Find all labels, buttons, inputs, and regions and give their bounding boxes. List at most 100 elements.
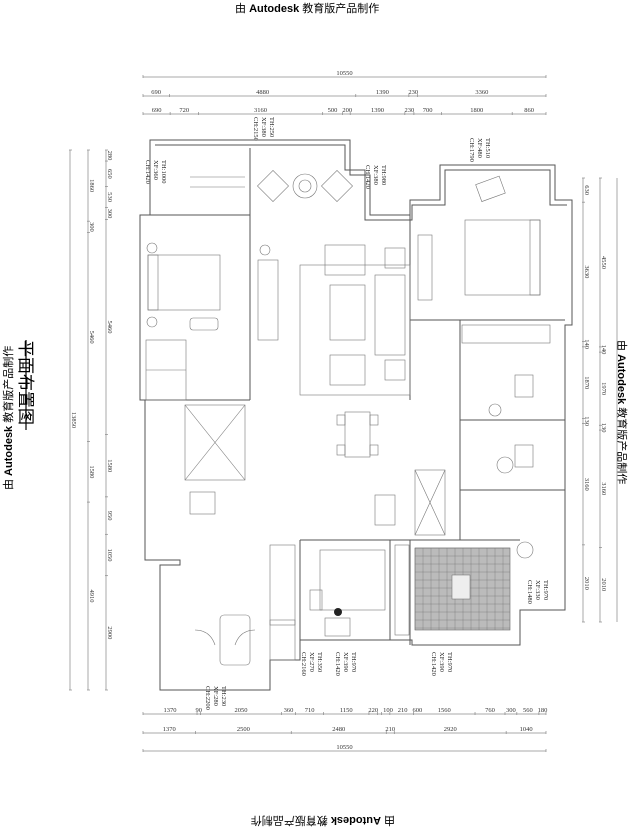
- side-table-icon: [384, 359, 406, 381]
- dimension-label: 1040: [520, 726, 533, 733]
- dimension-label: 1390: [376, 89, 389, 96]
- dimension-label: 1860: [88, 179, 95, 192]
- sink-icon: [324, 617, 351, 637]
- cabinet-icon: [269, 544, 296, 626]
- dimension-label: 300: [106, 209, 113, 219]
- plant-icon: [259, 244, 271, 256]
- dimension-label: 710: [305, 707, 315, 714]
- bottom-left-room: [194, 544, 296, 666]
- window-spec-line: XF:390: [438, 652, 445, 672]
- dimension-label: 360: [284, 707, 294, 714]
- dimension-label: 130: [600, 423, 607, 433]
- dimension-label: 1580: [106, 459, 113, 472]
- window-spec-line: CH:1480: [526, 580, 533, 604]
- dimension-label: 690: [151, 89, 161, 96]
- dimension-label: 690: [152, 107, 162, 114]
- window-spec-line: CH:2160: [300, 652, 307, 676]
- dimension-label: 3630: [583, 265, 590, 278]
- dimension-label: 630: [583, 185, 590, 195]
- window-spec-line: CH:1790: [468, 138, 475, 162]
- watermark-top: 由 Autodesk 教育版产品制作: [235, 1, 379, 15]
- dimension-label: 1580: [88, 465, 95, 478]
- window-spec-line: XF:480: [476, 138, 483, 158]
- dimension-label: 2920: [444, 726, 457, 733]
- stair-and-dining: [184, 404, 446, 536]
- dimension-label: 220: [368, 707, 378, 714]
- kitchen: [309, 549, 386, 637]
- dimension-label: 10550: [336, 744, 352, 751]
- window-spec-line: TH:510: [484, 138, 491, 158]
- cabinet-icon: [414, 469, 446, 536]
- dimension-label: 4910: [88, 590, 95, 603]
- dimension-label: 1370: [164, 707, 177, 714]
- cabinet-icon: [394, 544, 410, 636]
- kitchen-counter-icon: [319, 549, 386, 611]
- window-spec-line: XF:380: [372, 165, 379, 185]
- window-spec-line: CH:1420: [334, 652, 341, 676]
- oven-icon: [309, 589, 323, 611]
- dimension-label: 4880: [256, 89, 269, 96]
- drawing-title: 平面布置图: [15, 340, 35, 425]
- dimension-label: 3360: [475, 89, 488, 96]
- dimension-label: 230: [404, 107, 414, 114]
- dimension-label: 720: [179, 107, 189, 114]
- ottoman-icon: [189, 317, 219, 331]
- dimension-label: 1370: [163, 726, 176, 733]
- balcony-furniture: [190, 170, 353, 202]
- window-spec-line: TH:970: [542, 580, 549, 600]
- wardrobe-icon: [461, 324, 551, 344]
- plant-icon: [488, 403, 502, 417]
- dimension-label: 3160: [254, 107, 267, 114]
- tatami-room: [394, 544, 511, 636]
- watermark-right: 由 Autodesk 教育版产品制作: [615, 340, 629, 484]
- dimension-label: 560: [523, 707, 533, 714]
- window-spec-line: TH:970: [446, 652, 453, 672]
- dimension-label: 4550: [600, 256, 607, 269]
- round-table-icon: [292, 173, 318, 199]
- dimension-label: 1970: [600, 382, 607, 395]
- dimension-label: 130: [583, 416, 590, 426]
- nightstand-lamp-icon: [146, 316, 158, 328]
- dimension-label: 300: [506, 707, 516, 714]
- window-spec-line: XF:390: [342, 652, 349, 672]
- stove-icon: [374, 494, 396, 526]
- table-icon: [219, 614, 251, 666]
- dimension-label: 1800: [470, 107, 483, 114]
- armchair-icon: [324, 244, 366, 276]
- plants-icon: [269, 619, 296, 661]
- tv-cabinet-icon: [257, 259, 279, 341]
- dimension-label: 10550: [336, 70, 352, 77]
- dimension-label: 2500: [237, 726, 250, 733]
- dimension-label: 90: [196, 707, 203, 714]
- dimension-label: 860: [524, 107, 534, 114]
- sofa-icon: [374, 274, 406, 356]
- dimension-label: 1150: [340, 707, 353, 714]
- toilet-icon: [514, 374, 534, 398]
- window-spec-line: CH:1420: [430, 652, 437, 676]
- bathrooms: [488, 374, 534, 559]
- dimension-label: 280: [106, 151, 113, 161]
- dimension-label: 180: [538, 707, 548, 714]
- window-spec-line: XF:280: [212, 686, 219, 706]
- coffee-table-icon: [329, 284, 366, 341]
- left-bedroom: [145, 242, 279, 401]
- dimension-label: 2900: [106, 626, 113, 639]
- bed-icon: [464, 219, 541, 296]
- window-annotations: TH:1000XF:360CH:1420TH:250XF:380CH:2150T…: [144, 117, 549, 710]
- living-room: [299, 244, 411, 396]
- window-spec-line: XF:330: [534, 580, 541, 600]
- right-bedroom: [417, 175, 551, 344]
- washing-machine-icon: [496, 456, 514, 474]
- side-table-icon: [384, 247, 406, 269]
- window-spec-line: TH:980: [380, 165, 387, 185]
- dimension-label: 600: [413, 707, 423, 714]
- armchair-icon: [257, 170, 289, 202]
- lounge-chair-icon: [475, 175, 506, 202]
- stairwell: [184, 404, 246, 481]
- plant-icon: [516, 541, 534, 559]
